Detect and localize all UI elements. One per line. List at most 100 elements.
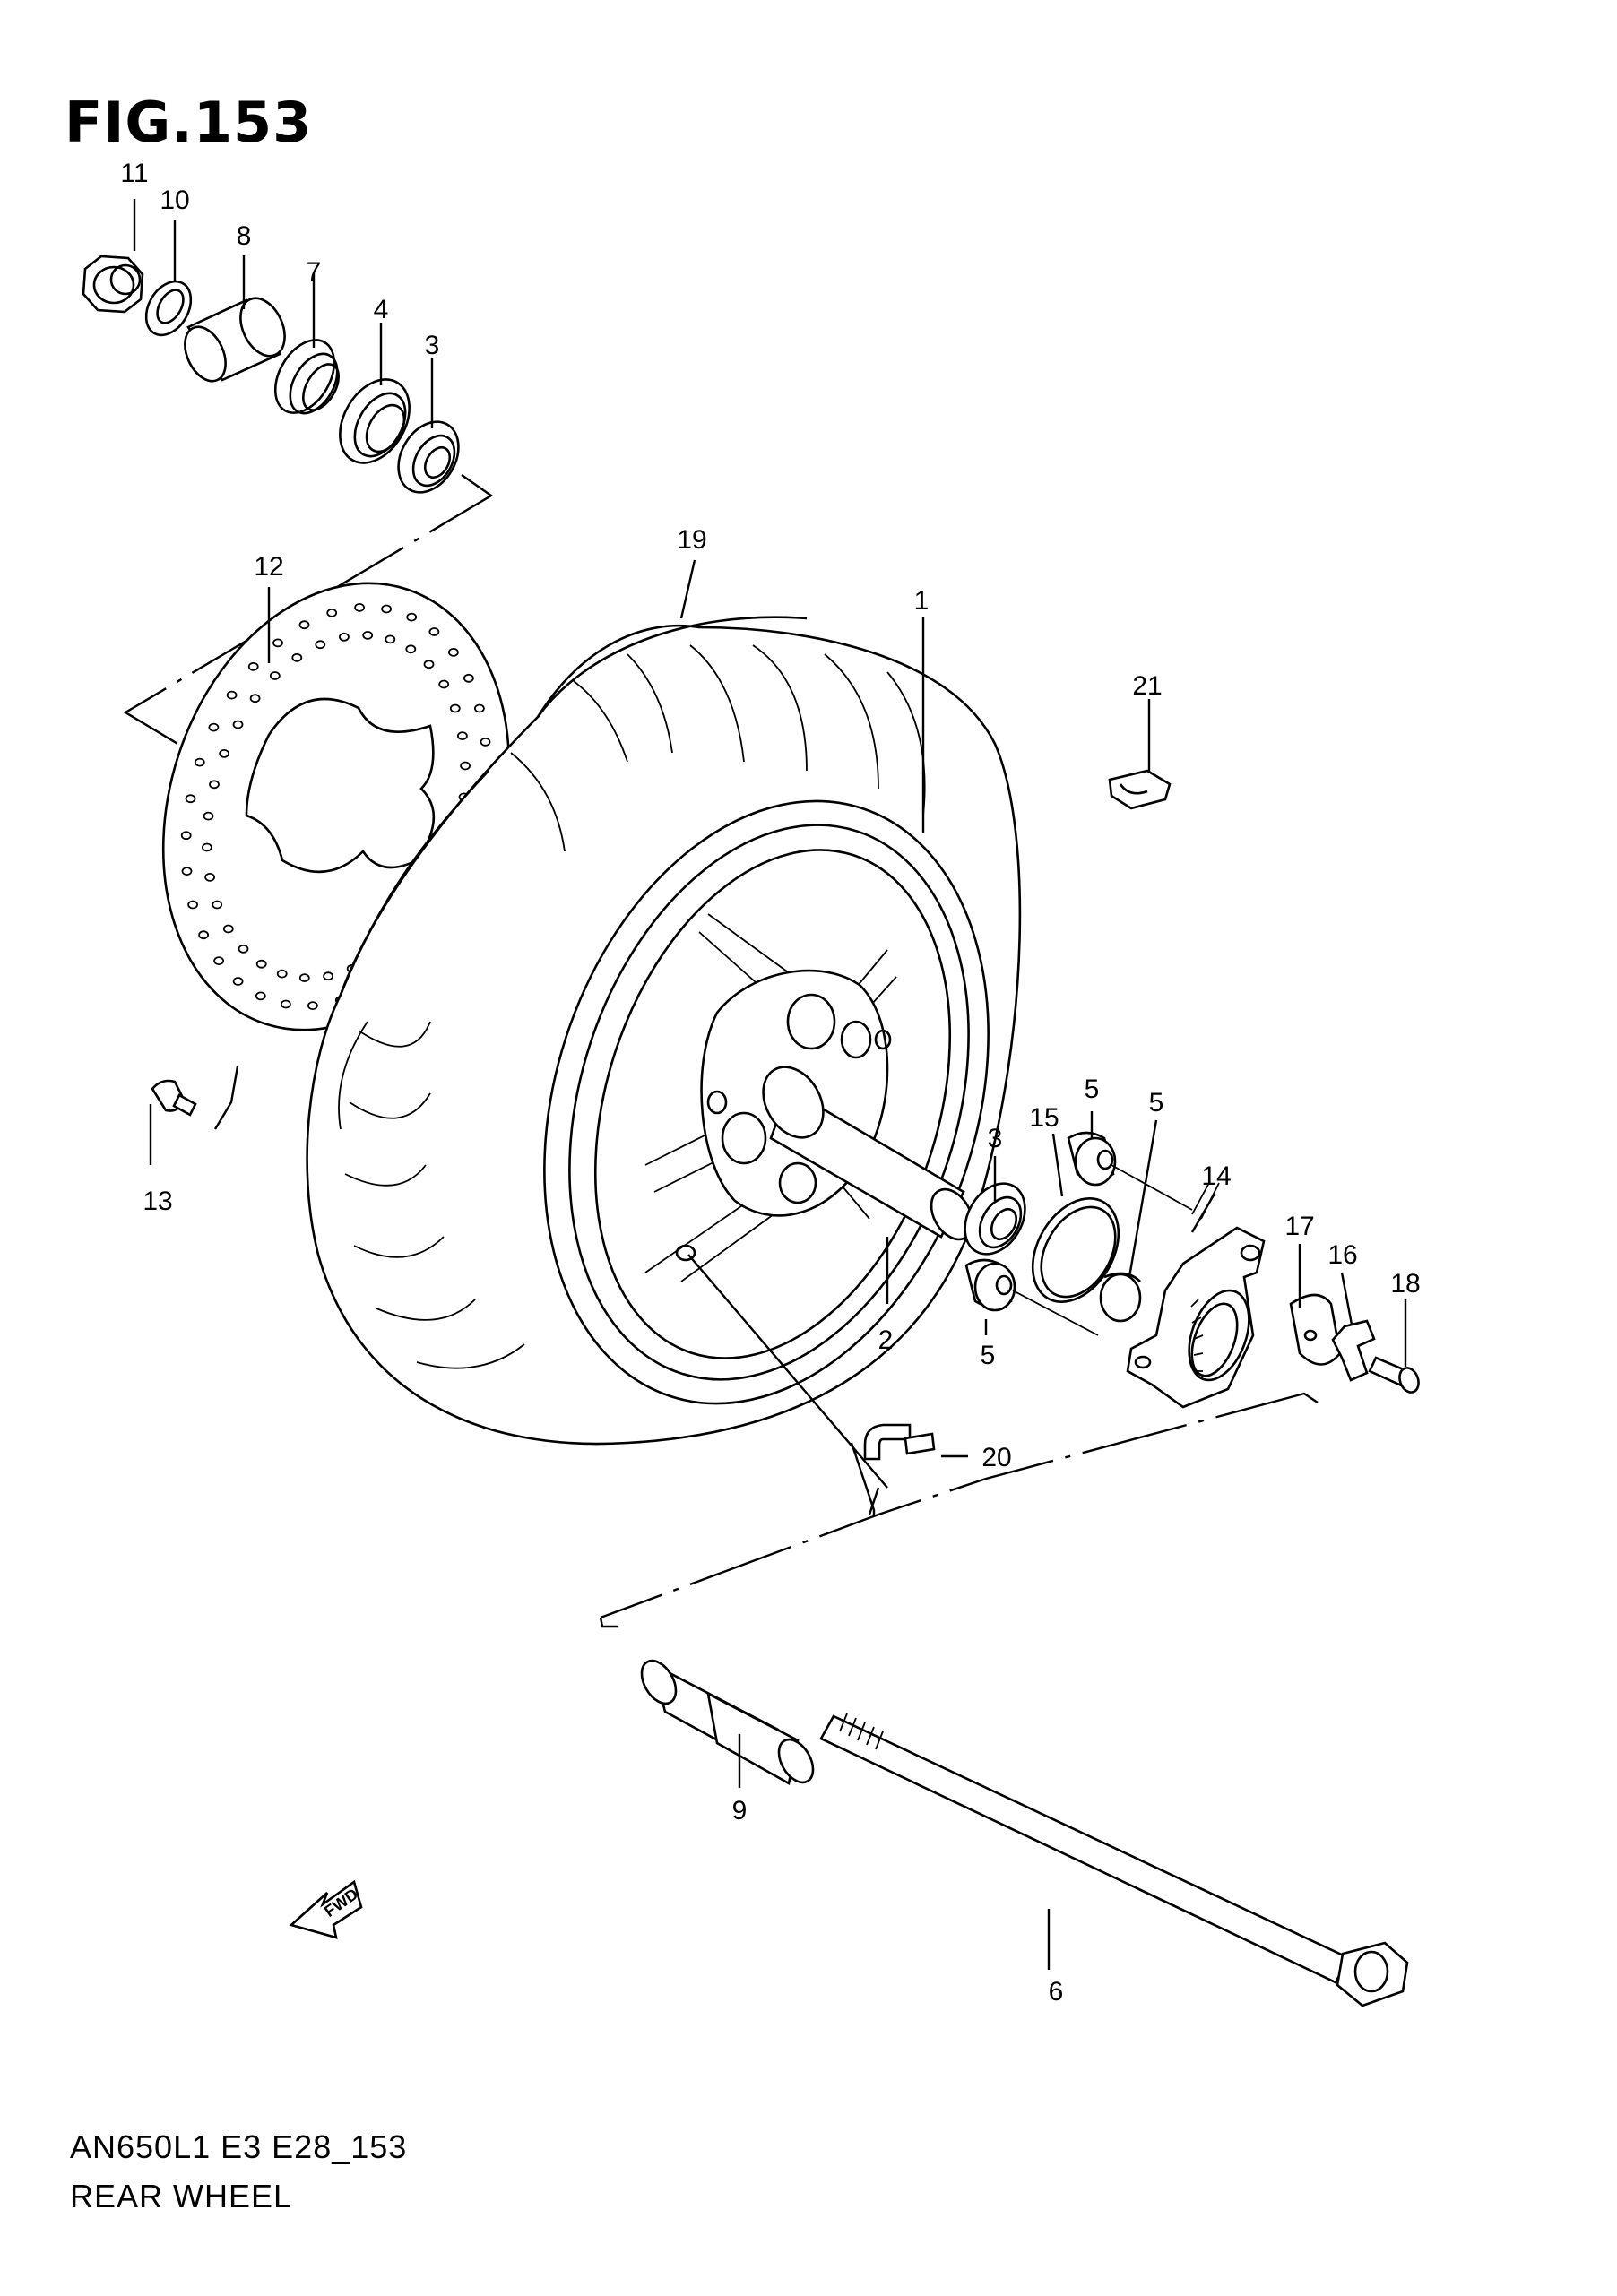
disc-hole: [232, 977, 244, 986]
part-15-o-ring: [1031, 1197, 1120, 1303]
disc-hole: [354, 603, 366, 612]
disc-hole: [326, 609, 338, 617]
disc-hole: [247, 661, 259, 671]
disc-hole: [255, 959, 267, 969]
part-10-washer: [144, 280, 193, 337]
valve-bracket: [850, 1442, 876, 1515]
callout-7: 7: [307, 257, 322, 287]
disc-hole: [323, 971, 334, 981]
disc-hole: [474, 703, 485, 713]
disc-hole: [249, 694, 261, 703]
part-17-cover-plate: [1289, 1293, 1342, 1366]
disc-hole: [291, 652, 303, 662]
assembly-bracket-lower: [599, 1617, 618, 1628]
disc-hole: [208, 722, 220, 732]
disc-hole: [238, 944, 249, 954]
disc-hole: [480, 738, 491, 747]
disc-hole: [198, 930, 210, 940]
callout-20: 20: [981, 1443, 1011, 1472]
part-4-oil-seal: [339, 378, 411, 464]
disc-hole: [213, 956, 225, 965]
callout-17: 17: [1284, 1212, 1314, 1241]
part-5-damper-upper: [1067, 1131, 1117, 1187]
disc-hole: [460, 761, 471, 771]
callout-6: 6: [1049, 1977, 1064, 2007]
disc-hole: [204, 873, 216, 882]
disc-hole: [449, 703, 461, 713]
callout-5-upper: 5: [1085, 1075, 1100, 1104]
callout-3-lower: 3: [988, 1124, 1003, 1153]
disc-hole: [423, 660, 435, 669]
callout-5-lower: 5: [981, 1341, 996, 1370]
model-code: AN650L1 E3 E28_153: [70, 2128, 408, 2165]
disc-hole: [438, 679, 450, 689]
disc-hole: [201, 842, 212, 852]
part-16-clamp: [1331, 1319, 1376, 1382]
disc-hole: [338, 632, 350, 642]
disc-hole: [185, 794, 196, 804]
disc-hole: [212, 900, 223, 910]
callout-10: 10: [160, 186, 189, 215]
callout-1: 1: [914, 586, 930, 616]
fwd-arrow-icon: FWD: [289, 1879, 363, 1939]
assembly-line-13: [213, 1066, 239, 1130]
disc-hole: [180, 831, 192, 841]
disc-hole: [298, 973, 310, 982]
figure-title: FIG.153: [65, 90, 313, 155]
section-name: REAR WHEEL: [70, 2178, 293, 2214]
callout-21: 21: [1132, 671, 1162, 701]
part-3-bearing-upper: [397, 420, 460, 494]
disc-hole: [385, 634, 396, 644]
callout-15: 15: [1029, 1103, 1059, 1133]
disc-hole: [447, 648, 459, 657]
part-13-bolt: [151, 1079, 197, 1117]
callout-8: 8: [237, 221, 252, 251]
disc-hole: [203, 811, 214, 821]
callout-19: 19: [677, 525, 706, 555]
assembly-line-lower: [600, 1392, 1319, 1619]
callout-4: 4: [374, 295, 389, 324]
part-3-bearing-lower: [964, 1182, 1026, 1256]
part-18-bolt: [1368, 1356, 1420, 1394]
disc-hole: [269, 671, 281, 680]
disc-hole: [226, 690, 238, 700]
disc-hole: [463, 673, 474, 683]
disc-hole: [280, 999, 291, 1009]
callout-2: 2: [878, 1325, 894, 1355]
disc-hole: [232, 720, 244, 729]
callout-3-upper: 3: [425, 331, 440, 360]
callout-18: 18: [1390, 1269, 1420, 1299]
part-14-sprocket-carrier: [1126, 1180, 1266, 1409]
disc-hole: [381, 604, 393, 614]
part-5-damper-right: [1099, 1272, 1142, 1323]
callout-11: 11: [120, 159, 148, 188]
part-21-clip: [1108, 769, 1172, 810]
part-20-valve: [863, 1423, 936, 1461]
part-8-spacer: [184, 297, 286, 383]
disc-hole: [181, 867, 193, 876]
callout-14: 14: [1201, 1161, 1231, 1191]
disc-hole: [406, 612, 418, 622]
disc-hole: [457, 731, 468, 740]
disc-hole: [307, 1001, 318, 1010]
disc-hole: [219, 749, 230, 758]
callout-9: 9: [732, 1796, 748, 1826]
callout-13: 13: [143, 1187, 172, 1216]
part-7-collar: [273, 339, 340, 415]
disc-hole: [222, 924, 234, 934]
callout-12: 12: [254, 552, 283, 582]
disc-hole: [315, 640, 326, 650]
disc-hole: [405, 644, 417, 654]
disc-hole: [272, 638, 283, 648]
part-6-axle: [819, 1713, 1409, 2007]
callout-5-right: 5: [1149, 1088, 1164, 1118]
disc-hole: [362, 631, 374, 640]
callout-16: 16: [1327, 1240, 1357, 1270]
disc-hole: [298, 620, 310, 630]
part-9-axle-spacer: [640, 1659, 815, 1786]
disc-hole: [255, 991, 266, 1001]
leader-lines: [133, 199, 1407, 1970]
callout-labels: 11 10 8 7 4 3 12 19 1 21 13 2 3 15 5 5 1…: [120, 159, 1420, 2007]
